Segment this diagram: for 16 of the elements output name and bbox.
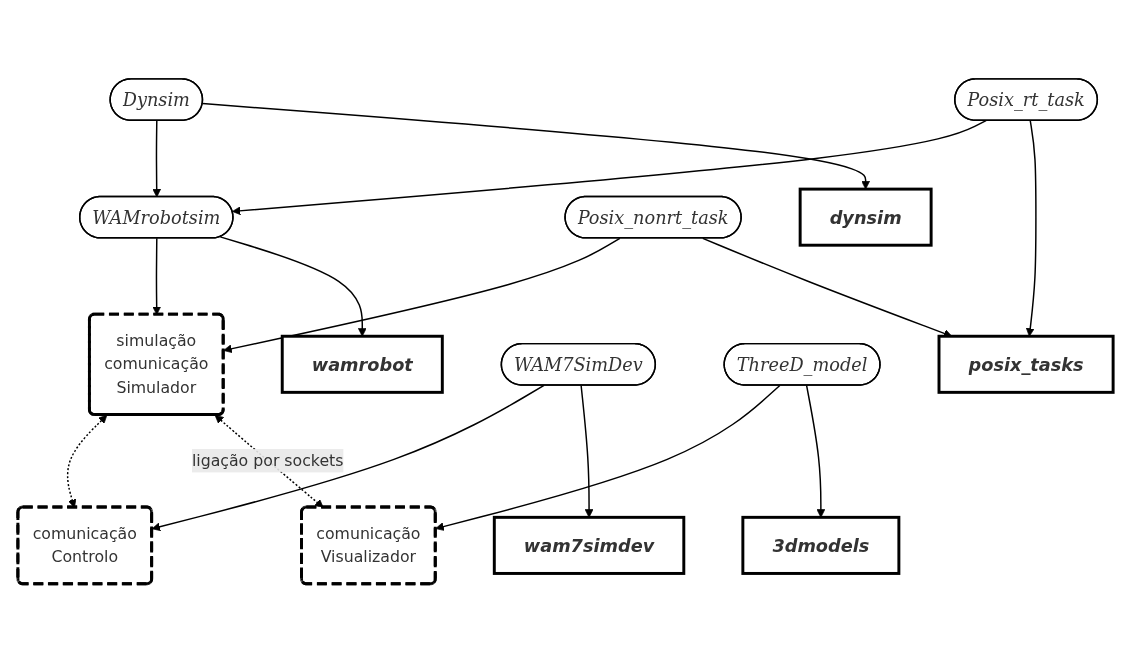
node-box: wam7simdev: [492, 516, 686, 576]
arrow: [152, 120, 162, 198]
node-box: dynsim: [798, 187, 933, 247]
arrow: [805, 384, 826, 518]
arrow: [219, 236, 367, 337]
node-box: wamrobot: [280, 334, 444, 394]
node-box: 3dmodels: [741, 516, 901, 576]
edge-label: ligação por sockets: [191, 451, 344, 470]
arrow: [232, 120, 987, 216]
arrow: [151, 384, 545, 532]
arrow: [435, 384, 781, 531]
arrow: [1025, 120, 1037, 337]
arrow: [580, 384, 594, 518]
arrow: [223, 237, 621, 354]
node-box: posix_tasks: [937, 334, 1115, 394]
arrow: [201, 103, 870, 190]
